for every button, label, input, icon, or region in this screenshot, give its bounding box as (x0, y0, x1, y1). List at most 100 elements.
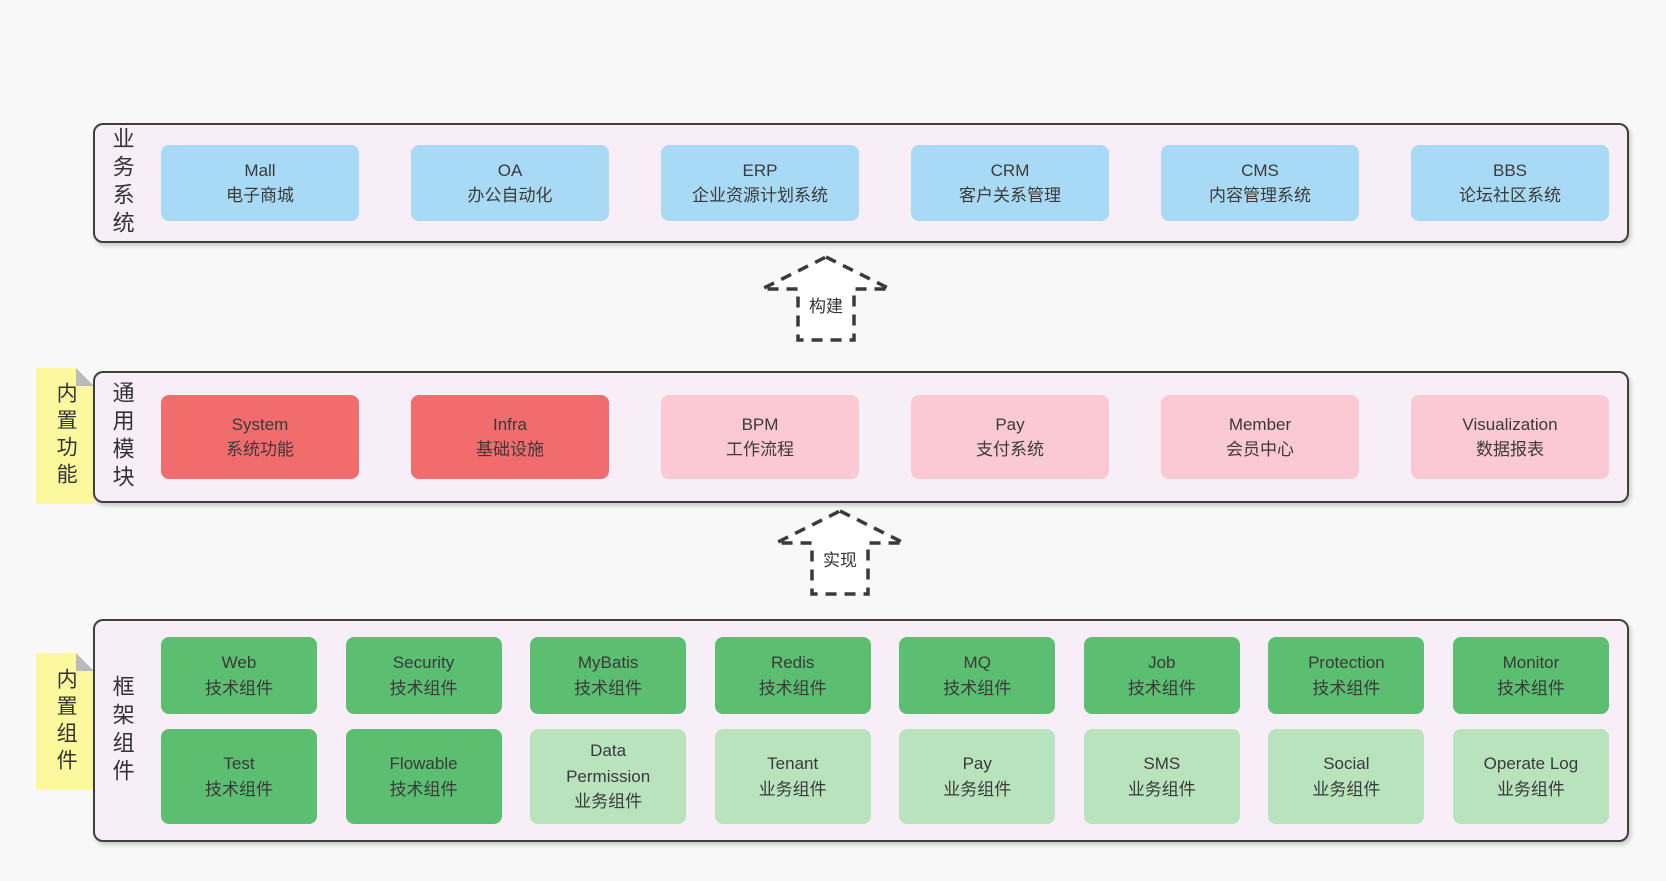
box-subtitle: 会员中心 (1226, 440, 1294, 459)
sticky-tab-label: 内置功能 (54, 382, 78, 490)
box-subtitle: 支付系统 (976, 440, 1044, 459)
implement-arrow: 实现 (770, 506, 910, 598)
modules-box-row: System 系统功能 Infra 基础设施 BPM 工作流程 Pay 支付系统… (149, 395, 1609, 479)
box-subtitle: 企业资源计划系统 (692, 186, 828, 205)
box-subtitle: 业务组件 (758, 779, 827, 799)
box-subtitle: 技术组件 (389, 678, 458, 698)
sticky-tab-built-in-features: 内置功能 (36, 368, 94, 504)
box-title: Tenant (767, 754, 819, 773)
box-subtitle: 工作流程 (726, 440, 794, 459)
box-subtitle: 数据报表 (1476, 440, 1544, 459)
box-test: Test 技术组件 (161, 729, 317, 824)
box-social: Social 业务组件 (1268, 729, 1425, 824)
box-title: Operate Log (1483, 754, 1579, 773)
box-title: Mall (244, 160, 276, 180)
box-sms: SMS 业务组件 (1083, 729, 1240, 824)
box-subtitle: 内容管理系统 (1209, 186, 1311, 205)
box-subtitle: 技术组件 (574, 678, 643, 698)
box-subtitle: 业务组件 (1496, 779, 1565, 799)
layer-label-wrap: 通用模块 (95, 373, 149, 501)
box-title: MQ (963, 653, 991, 672)
layer-business-systems: 业务系统 Mall 电子商城 OA 办公自动化 ERP 企业资源计划系统 CRM… (93, 123, 1629, 243)
box-title: Test (223, 754, 255, 773)
box-subtitle: 技术组件 (205, 779, 273, 799)
box-subtitle: 业务组件 (1127, 779, 1196, 799)
box-subtitle: 技术组件 (943, 678, 1012, 698)
box-bbs: BBS 论坛社区系统 (1411, 145, 1609, 221)
box-title: Monitor (1502, 653, 1560, 672)
box-mall: Mall 电子商城 (161, 145, 359, 221)
layer-label-wrap: 框架组件 (95, 621, 149, 840)
box-pay-biz: Pay 业务组件 (899, 729, 1056, 824)
box-title: Visualization (1462, 414, 1558, 434)
box-visualization: Visualization 数据报表 (1411, 395, 1609, 479)
box-title: SMS (1143, 754, 1181, 773)
build-arrow: 构建 (756, 252, 896, 344)
box-title: Flowable (389, 754, 458, 773)
box-subtitle: 业务组件 (943, 779, 1012, 799)
box-erp: ERP 企业资源计划系统 (661, 145, 859, 221)
box-title: Web (221, 653, 257, 672)
business-box-row: Mall 电子商城 OA 办公自动化 ERP 企业资源计划系统 CRM 客户关系… (149, 145, 1609, 221)
box-operate-log: Operate Log 业务组件 (1452, 729, 1609, 824)
box-subtitle: 基础设施 (476, 440, 544, 459)
box-data-permission: Data Permission 业务组件 (530, 729, 687, 824)
box-subtitle: 论坛社区系统 (1459, 186, 1561, 205)
box-title: ERP (742, 160, 778, 180)
box-tenant: Tenant 业务组件 (714, 729, 871, 824)
layer-label-wrap: 业务系统 (95, 125, 149, 241)
box-title: Pay (962, 754, 992, 773)
box-title: BPM (741, 414, 779, 434)
box-subtitle: 电子商城 (226, 186, 294, 205)
box-title: Data Permission (566, 741, 651, 786)
sticky-tab-label: 内置组件 (54, 667, 78, 776)
box-title: Pay (995, 414, 1025, 434)
box-protection: Protection 技术组件 (1268, 637, 1425, 714)
box-title: MyBatis (577, 653, 639, 672)
box-title: Social (1323, 754, 1370, 773)
implement-arrow-label: 实现 (820, 546, 860, 571)
layer-label: 通用模块 (109, 381, 135, 493)
box-cms: CMS 内容管理系统 (1161, 145, 1359, 221)
box-subtitle: 技术组件 (389, 779, 458, 799)
box-title: System (231, 414, 289, 434)
box-mq: MQ 技术组件 (899, 637, 1056, 714)
box-subtitle: 客户关系管理 (959, 186, 1061, 205)
box-subtitle: 系统功能 (226, 440, 294, 459)
layer-framework-components: 框架组件 Web 技术组件 Security 技术组件 MyBatis 技术组件… (93, 619, 1629, 842)
box-subtitle: 业务组件 (574, 792, 643, 812)
box-pay: Pay 支付系统 (911, 395, 1109, 479)
build-arrow-label: 构建 (806, 292, 846, 317)
box-title: BBS (1492, 160, 1528, 180)
box-title: CRM (990, 160, 1030, 180)
box-security: Security 技术组件 (345, 637, 502, 714)
box-subtitle: 技术组件 (758, 678, 827, 698)
box-mybatis: MyBatis 技术组件 (530, 637, 687, 714)
box-flowable: Flowable 技术组件 (345, 729, 502, 824)
box-subtitle: 办公自动化 (467, 186, 553, 205)
box-title: Member (1228, 414, 1292, 434)
box-member: Member 会员中心 (1161, 395, 1359, 479)
box-subtitle: 业务组件 (1312, 779, 1381, 799)
box-system: System 系统功能 (161, 395, 359, 479)
framework-row-2: Test 技术组件 Flowable 技术组件 Data Permission … (161, 729, 1609, 824)
sticky-tab-built-in-components: 内置组件 (36, 653, 94, 790)
box-title: Redis (770, 653, 815, 672)
box-title: OA (497, 160, 523, 180)
box-subtitle: 技术组件 (205, 678, 273, 698)
box-bpm: BPM 工作流程 (661, 395, 859, 479)
layer-common-modules: 通用模块 System 系统功能 Infra 基础设施 BPM 工作流程 Pay… (93, 371, 1629, 503)
box-title: CMS (1241, 160, 1279, 180)
box-title: Infra (492, 414, 528, 434)
box-crm: CRM 客户关系管理 (911, 145, 1109, 221)
layer-label: 业务系统 (109, 127, 135, 239)
box-subtitle: 技术组件 (1127, 678, 1196, 698)
box-subtitle: 技术组件 (1496, 678, 1565, 698)
box-title: Job (1148, 653, 1176, 672)
box-infra: Infra 基础设施 (411, 395, 609, 479)
box-web: Web 技术组件 (161, 637, 317, 714)
box-title: Protection (1308, 653, 1385, 672)
layer-label: 框架组件 (109, 674, 135, 787)
box-oa: OA 办公自动化 (411, 145, 609, 221)
box-job: Job 技术组件 (1083, 637, 1240, 714)
